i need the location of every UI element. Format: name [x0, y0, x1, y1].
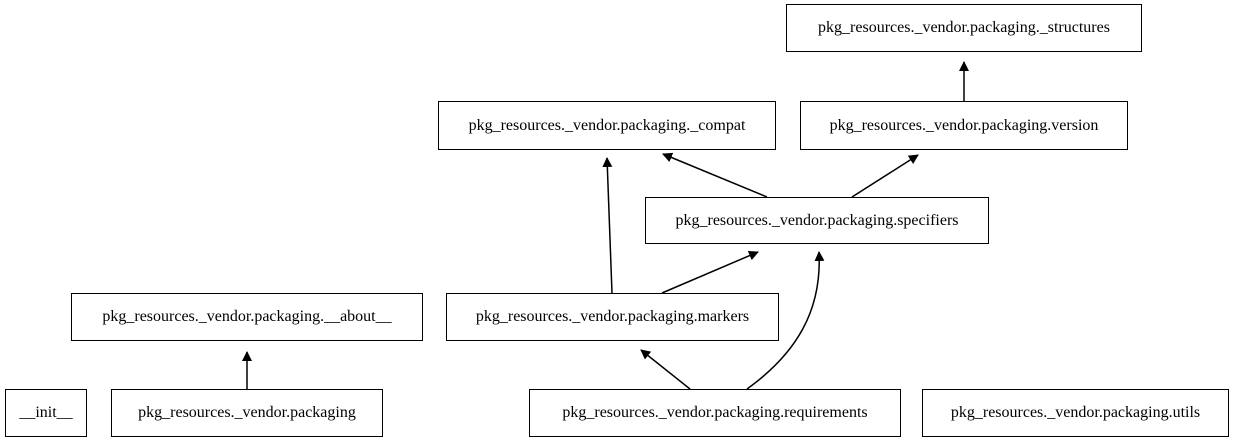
node-structures[interactable]: pkg_resources._vendor.packaging._structu…	[786, 4, 1142, 52]
edge-markers-to-compat	[602, 157, 613, 294]
edge-specifiers-to-version	[851, 154, 919, 198]
node-packaging[interactable]: pkg_resources._vendor.packaging	[111, 389, 383, 437]
edge-requirements-to-specifiers	[746, 251, 825, 390]
node-specifiers[interactable]: pkg_resources._vendor.packaging.specifie…	[645, 197, 989, 244]
node-label: pkg_resources._vendor.packaging.markers	[475, 308, 750, 325]
node-label: pkg_resources._vendor.packaging._compat	[468, 116, 746, 134]
node-label: __init__	[19, 404, 73, 421]
node-version[interactable]: pkg_resources._vendor.packaging.version	[800, 101, 1128, 150]
node-label: pkg_resources._vendor.packaging.__about_…	[102, 308, 392, 325]
node-label: pkg_resources._vendor.packaging.requirem…	[562, 404, 868, 421]
node-markers[interactable]: pkg_resources._vendor.packaging.markers	[446, 293, 779, 341]
node-label: pkg_resources._vendor.packaging.version	[829, 116, 1099, 134]
node-label: pkg_resources._vendor.packaging.utils	[950, 404, 1201, 421]
node-label: pkg_resources._vendor.packaging.specifie…	[675, 211, 959, 229]
node-utils[interactable]: pkg_resources._vendor.packaging.utils	[922, 389, 1229, 437]
node-compat[interactable]: pkg_resources._vendor.packaging._compat	[438, 101, 776, 150]
edge-specifiers-to-compat	[662, 152, 768, 198]
node-label: pkg_resources._vendor.packaging._structu…	[818, 19, 1110, 36]
node-about[interactable]: pkg_resources._vendor.packaging.__about_…	[71, 293, 423, 341]
edge-requirements-to-markers	[640, 349, 691, 390]
node-init[interactable]: __init__	[5, 389, 87, 437]
node-label: pkg_resources._vendor.packaging	[138, 404, 356, 421]
edge-markers-to-specifiers	[661, 250, 759, 294]
node-requirements[interactable]: pkg_resources._vendor.packaging.requirem…	[529, 389, 901, 437]
